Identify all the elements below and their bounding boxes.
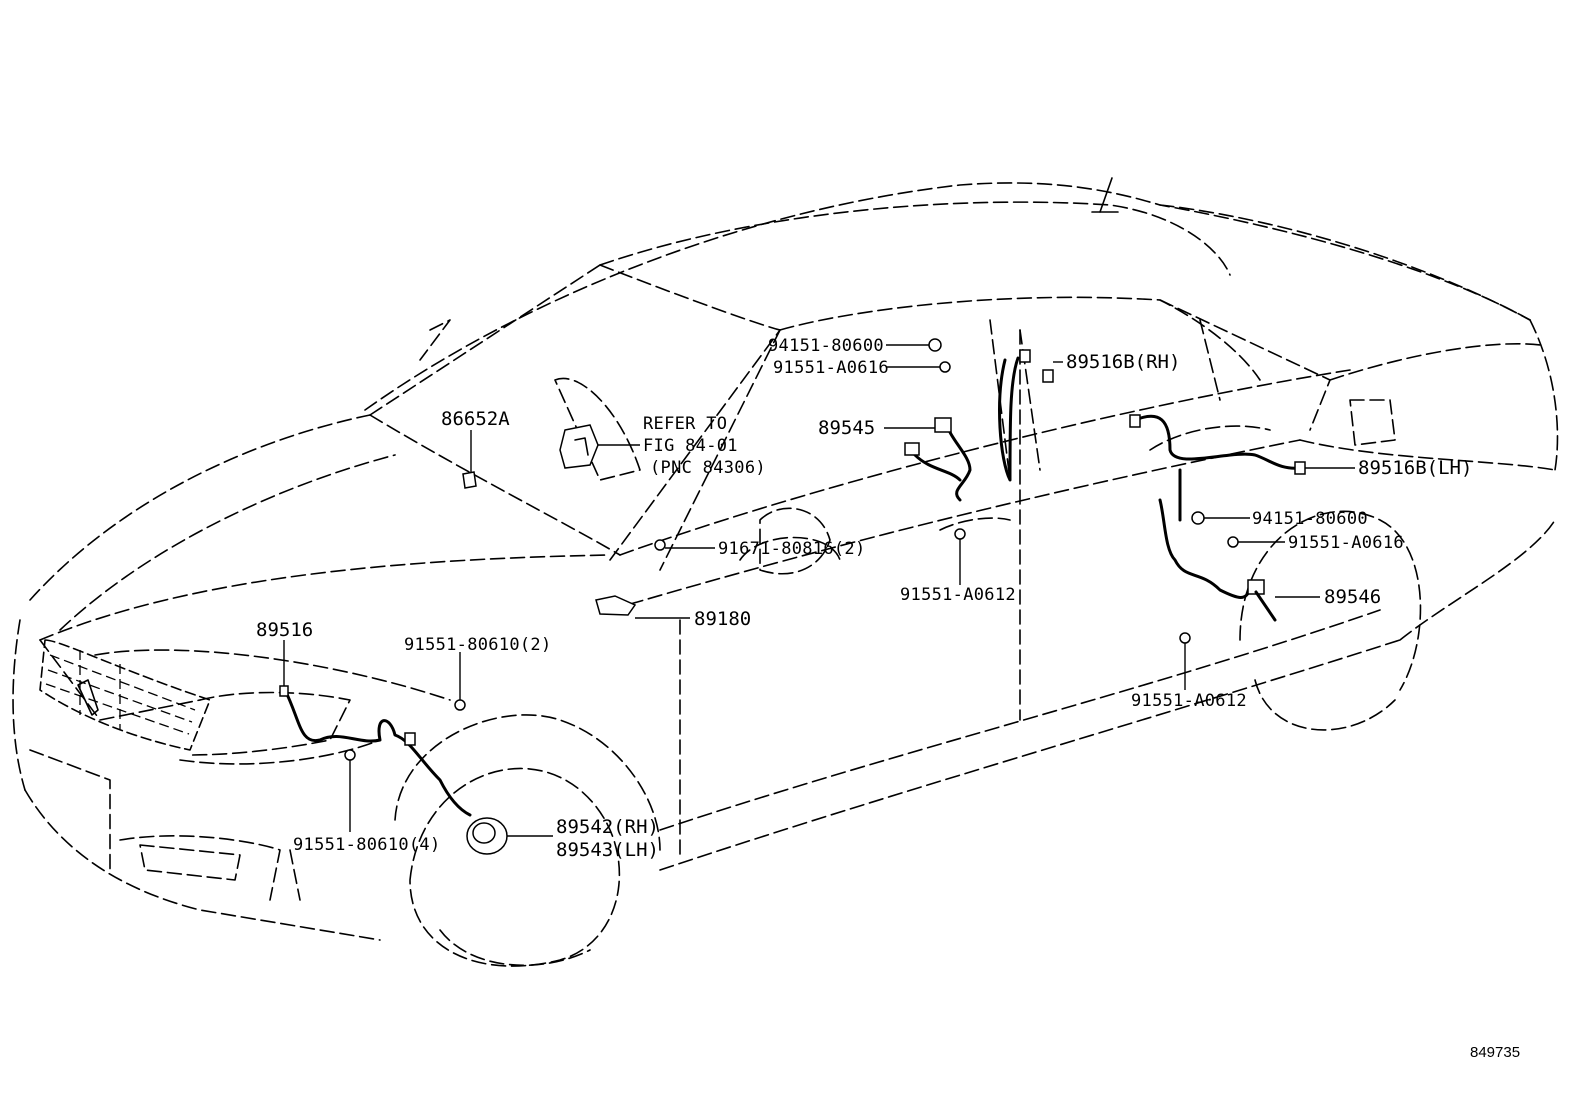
car-outline — [12, 177, 1559, 967]
sensor-89545 — [934, 417, 952, 433]
label-91551-a0612-rh: 91551-A0612 — [900, 585, 1016, 605]
clip-front — [404, 732, 416, 746]
label-91671-80816: 91671-80816(2) — [718, 539, 866, 559]
label-89516b-lh: 89516B(LH) — [1358, 457, 1472, 479]
sensor-89180 — [595, 595, 637, 616]
label-89546: 89546 — [1324, 586, 1381, 608]
label-86652a: 86652A — [441, 408, 510, 430]
bolt-91551-a0612-lh — [1179, 632, 1191, 644]
bolt-91671 — [654, 539, 666, 551]
bolt-91551-a0612-rh — [954, 528, 966, 540]
bolt-91551-a0616-lh — [1227, 536, 1239, 548]
bolt-91551-80610-4 — [344, 749, 356, 761]
nut-94151-rh — [928, 338, 942, 352]
connector-rh-lower — [1042, 369, 1054, 383]
leader-lines — [283, 344, 1355, 837]
wire-harness-89516b-lh — [1133, 414, 1302, 470]
label-refer-to: REFER TO — [643, 414, 727, 434]
components — [279, 338, 1306, 855]
label-89516b-rh: 89516B(RH) — [1066, 351, 1180, 373]
label-89542-rh: 89542(RH) — [556, 816, 659, 838]
connector-lh-lower — [1294, 461, 1306, 475]
bolt-91551-80610-2 — [454, 699, 466, 711]
figure-number: 849735 — [1470, 1044, 1520, 1061]
label-91551-a0616-lh: 91551-A0616 — [1288, 533, 1404, 553]
label-89545: 89545 — [818, 417, 875, 439]
bolt-91551-a0616-rh — [939, 361, 951, 373]
label-89543-lh: 89543(LH) — [556, 839, 659, 861]
wire-harness-89516b-rh — [998, 356, 1020, 482]
clip-86652a — [462, 471, 477, 489]
connector-lh-upper — [1129, 414, 1141, 428]
label-94151-80600-rh: 94151-80600 — [768, 336, 884, 356]
label-91551-80610-2: 91551-80610(2) — [404, 635, 552, 655]
nut-94151-lh — [1191, 511, 1205, 525]
part-labels: 86652A REFER TO FIG 84-01 (PNC 84306) 94… — [256, 336, 1520, 1061]
label-91551-80610-4: 91551-80610(4) — [293, 835, 441, 855]
connector-89516 — [279, 685, 289, 697]
label-91551-a0612-lh: 91551-A0612 — [1131, 691, 1247, 711]
wire-harness-89516 — [283, 688, 472, 817]
label-89180: 89180 — [694, 608, 751, 630]
connector-rh-upper — [1019, 349, 1031, 363]
module-84306 — [559, 424, 599, 469]
label-fig-84-01: FIG 84-01 — [643, 436, 738, 456]
label-pnc-84306: (PNC 84306) — [650, 458, 766, 478]
label-89516: 89516 — [256, 619, 313, 641]
connector-89545 — [904, 442, 920, 456]
label-91551-a0616-rh: 91551-A0616 — [773, 358, 889, 378]
label-94151-80600-lh: 94151-80600 — [1252, 509, 1368, 529]
